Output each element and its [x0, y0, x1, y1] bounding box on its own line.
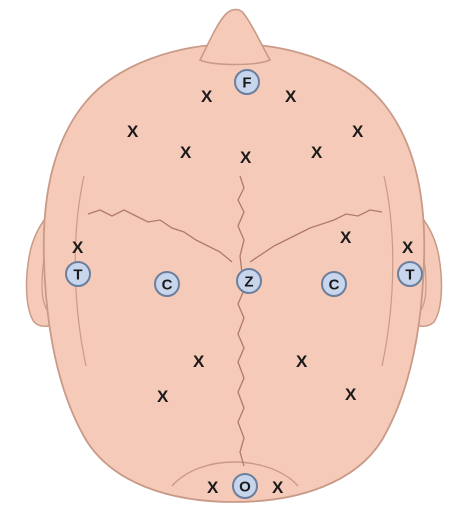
x-marker: X: [296, 352, 308, 371]
electrode-label: O: [239, 479, 251, 496]
electrode-right-central: C: [322, 272, 346, 296]
electrode-label: F: [242, 75, 251, 92]
x-marker: X: [207, 478, 219, 497]
electrode-right-temporal: T: [398, 262, 422, 286]
electrode-vertex: Z: [237, 269, 261, 293]
x-marker: X: [127, 122, 139, 141]
head-outline: [44, 44, 424, 502]
nose: [200, 10, 270, 65]
x-marker: X: [345, 385, 357, 404]
electrode-label: T: [405, 267, 414, 284]
electrode-label: T: [73, 267, 82, 284]
x-marker: X: [285, 87, 297, 106]
x-marker: X: [240, 148, 252, 167]
electrode-label: C: [329, 277, 340, 294]
x-marker: X: [352, 122, 364, 141]
x-marker: X: [272, 478, 284, 497]
electrode-label: Z: [244, 274, 253, 291]
x-marker: X: [311, 143, 323, 162]
x-marker: X: [193, 352, 205, 371]
x-marker: X: [180, 143, 192, 162]
x-marker: X: [157, 387, 169, 406]
electrode-frontal: F: [235, 70, 259, 94]
x-marker: X: [201, 87, 213, 106]
electrode-occipital: O: [233, 474, 257, 498]
x-marker: X: [72, 238, 84, 257]
electrode-left-central: C: [155, 272, 179, 296]
x-marker: X: [402, 238, 414, 257]
electrode-label: C: [162, 277, 173, 294]
electrode-left-temporal: T: [66, 262, 90, 286]
x-marker: X: [340, 228, 352, 247]
